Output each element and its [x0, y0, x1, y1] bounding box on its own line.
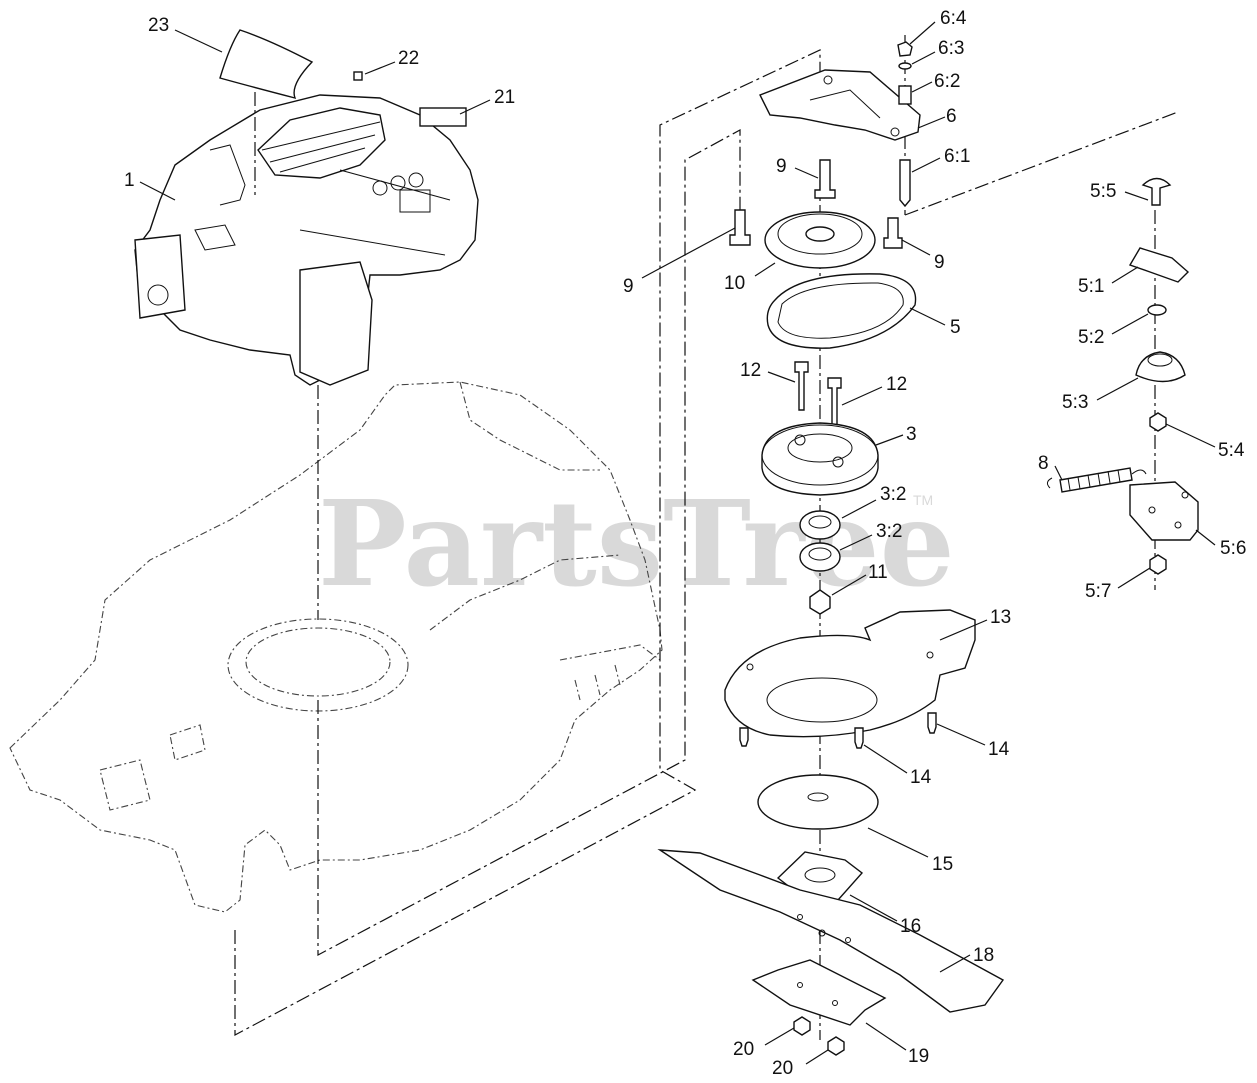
watermark-trademark: TM [913, 492, 933, 508]
callout-5-6: 5:6 [1220, 538, 1246, 559]
callout-3: 3 [906, 424, 917, 445]
callout-21: 21 [494, 87, 515, 108]
callout-9-right: 9 [934, 252, 945, 273]
callout-15: 15 [932, 854, 953, 875]
spring-8 [1046, 467, 1147, 493]
callout-5: 5 [950, 317, 961, 338]
callout-3-2-upper: 3:2 [880, 484, 906, 505]
rivet-5-5 [1141, 177, 1172, 206]
callout-10: 10 [724, 273, 745, 294]
bearing-3-2-lower [799, 542, 841, 572]
washer-5-2 [1147, 304, 1167, 316]
callout-8: 8 [1038, 453, 1049, 474]
screw-14-right [927, 712, 937, 734]
callout-6: 6 [946, 106, 957, 127]
callout-19: 19 [908, 1046, 929, 1067]
plate-19 [751, 959, 887, 1026]
disc-15 [757, 774, 879, 830]
part-22 [353, 71, 363, 81]
callout-1: 1 [124, 170, 135, 191]
callout-14-right: 14 [988, 739, 1010, 760]
pulley-10 [764, 211, 876, 269]
callout-5-4: 5:4 [1218, 440, 1245, 461]
nut-5-4 [1149, 412, 1167, 432]
watermark: PartsTree [318, 474, 955, 613]
nut-11 [809, 589, 831, 615]
callout-6-3: 6:3 [938, 38, 964, 59]
screw-14-left [739, 727, 749, 747]
nut-5-7 [1149, 554, 1167, 575]
bolt-12-right [827, 377, 842, 426]
belt-5 [766, 273, 917, 349]
nut-6-4 [897, 41, 913, 57]
callout-12-right: 12 [886, 374, 907, 395]
engine [134, 94, 479, 386]
nut-20-lower [827, 1036, 845, 1056]
pulley-5-3 [1135, 351, 1186, 383]
callout-6-1: 6:1 [944, 146, 970, 167]
mower-deck [9, 381, 663, 913]
bolt-9-right [883, 217, 903, 249]
bracket-5-6 [1129, 481, 1199, 541]
arm-5-1 [1128, 247, 1190, 283]
bolt-9-center [814, 159, 836, 199]
callout-22: 22 [398, 48, 419, 69]
leader-lines [139, 21, 1216, 1065]
blade-18 [657, 849, 1005, 1013]
callout-11: 11 [868, 562, 888, 583]
callout-3-2-lower: 3:2 [876, 521, 902, 542]
callout-5-7: 5:7 [1085, 581, 1111, 602]
callout-5-2: 5:2 [1078, 327, 1104, 348]
washer-6-3 [898, 62, 912, 70]
callout-23: 23 [148, 15, 169, 36]
callout-16: 16 [900, 916, 921, 937]
callout-6-2: 6:2 [934, 71, 960, 92]
bolt-9-left [729, 209, 751, 246]
callout-9-center: 9 [776, 156, 787, 177]
callout-5-3: 5:3 [1062, 392, 1088, 413]
pulley-3 [761, 422, 879, 496]
screw-14-center [854, 727, 864, 749]
callout-20-upper: 20 [733, 1039, 754, 1060]
nut-20-upper [793, 1016, 811, 1036]
callout-12-left: 12 [740, 360, 761, 381]
callout-5-1: 5:1 [1078, 276, 1104, 297]
callout-20-lower: 20 [772, 1058, 793, 1079]
bolt-12-left [794, 361, 809, 411]
bearing-3-2-upper [799, 510, 841, 540]
baffle-13 [724, 609, 976, 738]
stud-6-1 [899, 159, 911, 208]
spacer-6-2 [898, 85, 912, 105]
callout-6-4: 6:4 [940, 8, 967, 29]
callout-9-left: 9 [623, 276, 634, 297]
callout-18: 18 [973, 945, 994, 966]
callout-13: 13 [990, 607, 1011, 628]
decal-21 [419, 107, 467, 127]
callout-14-center: 14 [910, 767, 932, 788]
bracket-6 [759, 69, 921, 141]
decal-23 [219, 29, 314, 100]
callout-labels: 23 22 21 1 6:4 6:3 6:2 6 6:1 9 9 9 10 5 … [124, 8, 1246, 1079]
callout-5-5: 5:5 [1090, 181, 1116, 202]
